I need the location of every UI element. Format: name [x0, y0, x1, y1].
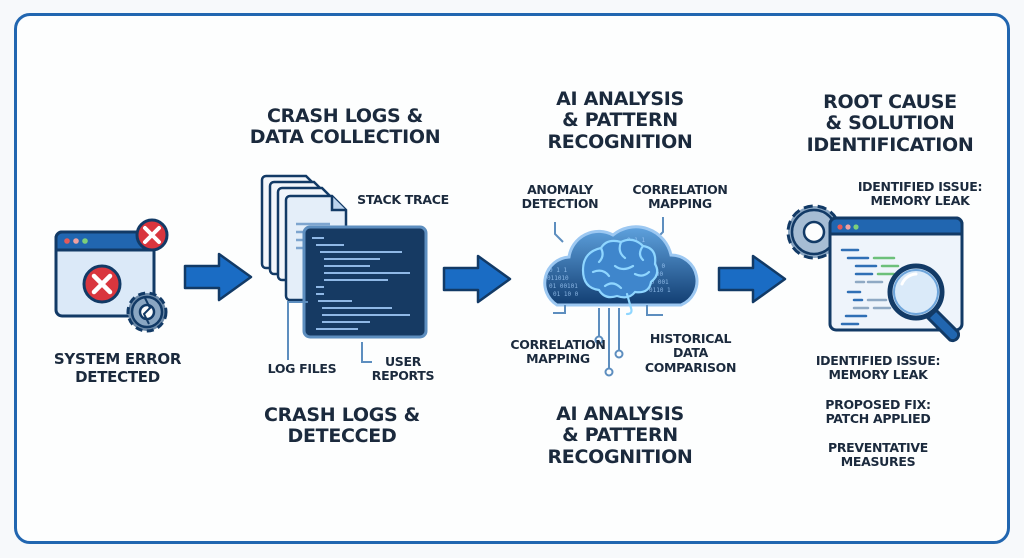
svg-text:01 00101: 01 00101 — [549, 283, 578, 290]
user-reports-label: USER REPORTS — [371, 354, 435, 384]
svg-text:0110 1: 0110 1 — [649, 287, 671, 294]
svg-text:0 1 1: 0 1 1 — [549, 267, 567, 274]
identified-issue-top-label: IDENTIFIED ISSUE: MEMORY LEAK — [857, 179, 983, 209]
identified-issue-label: IDENTIFIED ISSUE: MEMORY LEAK — [815, 353, 941, 383]
magnifier-window-icon — [786, 204, 964, 343]
correlation-mapping-bottom-label: CORRELATION MAPPING — [510, 337, 606, 367]
step-3-bottom-title: AI ANALYSIS & PATTERN RECOGNITION — [547, 403, 693, 468]
arrow-right-icon — [183, 252, 253, 302]
svg-text:01 10 0: 01 10 0 — [553, 291, 579, 298]
proposed-fix-label: PROPOSED FIX: PATCH APPLIED — [825, 397, 931, 427]
log-files-label: LOG FILES — [267, 361, 337, 376]
step-3-title: AI ANALYSIS & PATTERN RECOGNITION — [547, 88, 693, 153]
step-2-bottom-title: CRASH LOGS & DETECCED — [264, 404, 420, 448]
anomaly-detection-label: ANOMALY DETECTION — [521, 182, 599, 212]
connector-line — [361, 342, 372, 363]
step-2-title: CRASH LOGS & DATA COLLECTION — [249, 105, 441, 149]
stack-trace-label: STACK TRACE — [357, 192, 449, 207]
arrow-right-icon — [442, 254, 512, 304]
historical-data-label: HISTORICAL DATA COMPARISON — [644, 331, 737, 375]
connector-line — [287, 301, 308, 360]
step-4-title: ROOT CAUSE & SOLUTION IDENTIFICATION — [806, 91, 974, 156]
documents-code-icon — [260, 174, 428, 339]
svg-text:00 001: 00 001 — [647, 279, 669, 286]
correlation-mapping-top-label: CORRELATION MAPPING — [632, 182, 728, 212]
svg-text:011010: 011010 — [547, 275, 569, 282]
browser-error-gear-icon — [54, 218, 169, 333]
preventative-measures-label: PREVENTATIVE MEASURES — [827, 440, 929, 470]
arrow-right-icon — [717, 254, 787, 304]
step-1-title: SYSTEM ERROR DETECTED — [53, 350, 182, 386]
